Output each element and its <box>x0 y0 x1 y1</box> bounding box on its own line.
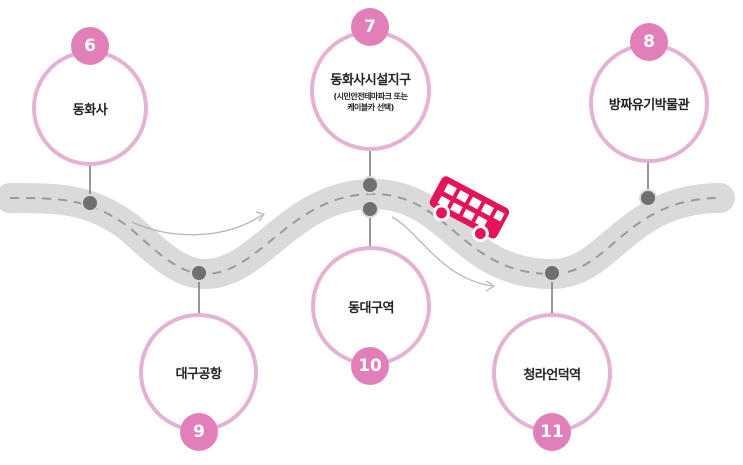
stop-7: 동화사시설지구 (시민안전테마파크 또는 케이블카 선택) <box>310 30 431 151</box>
stop-node-10 <box>361 200 379 218</box>
stop-node-6 <box>81 194 99 212</box>
stop-number-badge: 10 <box>351 347 389 385</box>
stop-name: 대구공항 <box>175 367 222 382</box>
stop-number-badge: 11 <box>533 413 571 451</box>
arrow-icon <box>131 211 266 236</box>
stop-number-badge: 9 <box>180 413 218 451</box>
stop-6: 동화사 <box>32 50 148 166</box>
road-centerline <box>9 192 721 276</box>
stop-9: 대구공항 <box>139 313 258 432</box>
stop-note-line-1: (시민안전테마파크 또는 <box>333 91 408 101</box>
stop-node-8 <box>639 189 657 207</box>
stop-number-badge: 7 <box>351 8 389 46</box>
stop-number-badge: 8 <box>630 23 668 61</box>
stop-node-11 <box>543 264 561 282</box>
stop-name: 방짜유기박물관 <box>608 97 690 113</box>
stop-name: 청라언덕역 <box>523 367 581 383</box>
stop-name: 동화사 <box>72 102 108 118</box>
stop-8: 방짜유기박물관 <box>589 43 709 163</box>
stop-name: 동화사시설지구 <box>330 72 411 88</box>
stop-10: 동대구역 <box>311 246 431 366</box>
arrow-icon <box>391 216 496 292</box>
stop-11: 청라언덕역 <box>492 313 612 433</box>
stop-node-7 <box>361 176 379 194</box>
stop-number-badge: 6 <box>71 27 109 65</box>
stop-name: 동대구역 <box>348 300 394 316</box>
stop-note-line-2: 케이블카 선택) <box>347 102 394 112</box>
bus-icon <box>429 176 510 243</box>
stop-node-9 <box>190 264 208 282</box>
